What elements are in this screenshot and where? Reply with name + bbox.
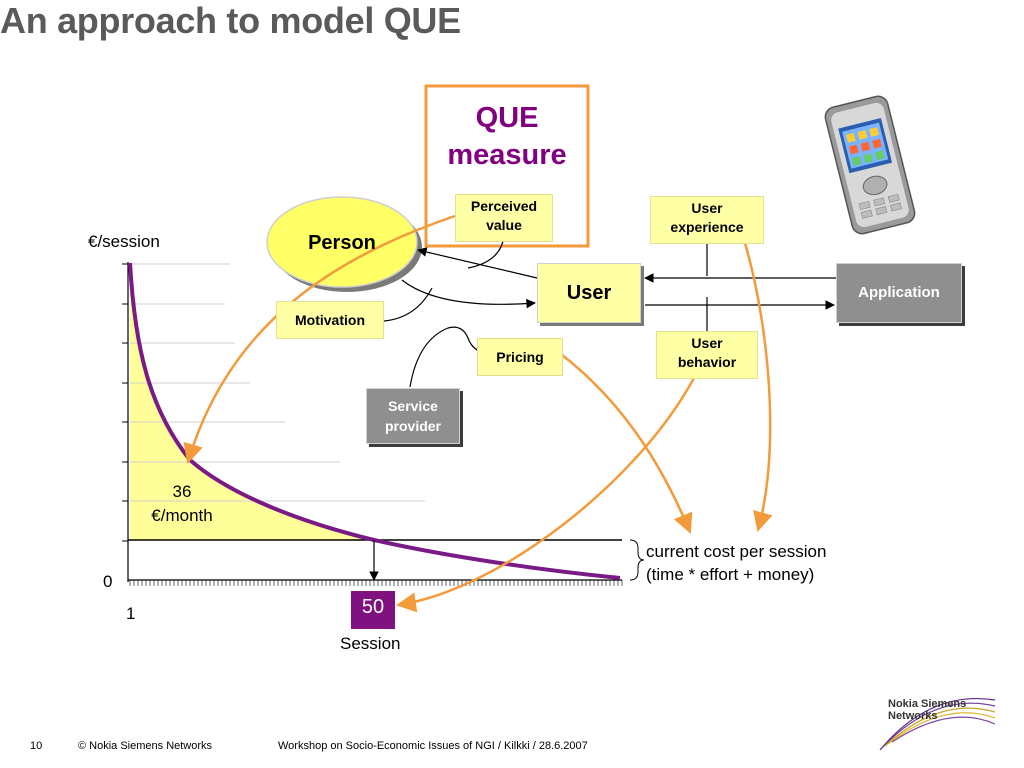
session-marker-box — [351, 591, 395, 629]
y-axis-ticks — [122, 263, 128, 542]
x-axis-ticks — [129, 580, 623, 586]
user-node: User — [537, 263, 641, 323]
annotation-brace — [629, 539, 645, 581]
session-marker-label: 50 — [361, 596, 385, 618]
gridlines — [130, 263, 425, 502]
y-axis-label: €/session — [88, 232, 160, 251]
orange-arrows — [183, 214, 773, 613]
perceived-value-node: Perceived value — [455, 194, 553, 242]
x-tick-one: 1 — [126, 604, 136, 623]
que-measure-label: QUE measure — [447, 102, 567, 171]
que-measure-box — [424, 84, 590, 248]
logo-line-2: Networks — [888, 710, 938, 722]
slide-title: An approach to model QUE — [0, 0, 461, 41]
user-experience-node: User experience — [650, 196, 764, 244]
company-logo-text: Nokia Siemens Networks — [888, 698, 966, 722]
area-value-label: 36 €/month — [151, 482, 213, 525]
event-text: Workshop on Socio-Economic Issues of NGI… — [278, 740, 588, 752]
page-number: 10 — [30, 740, 43, 752]
x-axis-label: Session — [340, 634, 401, 653]
company-logo-swoosh — [879, 698, 996, 751]
person-label: Person — [308, 232, 376, 254]
cost-annotation: current cost per session (time * effort … — [646, 542, 827, 584]
demand-curve — [128, 262, 621, 580]
area-fill — [130, 263, 374, 540]
service-provider-node: Service provider — [366, 388, 460, 444]
user-behavior-node: User behavior — [656, 331, 758, 379]
application-node: Application — [836, 263, 962, 323]
y-tick-zero: 0 — [103, 572, 113, 591]
motivation-node: Motivation — [276, 301, 384, 339]
copyright-text: © Nokia Siemens Networks — [78, 740, 213, 752]
mobile-phone-image — [824, 95, 916, 235]
person-node — [266, 196, 418, 288]
pricing-node: Pricing — [477, 338, 563, 376]
logo-line-1: Nokia Siemens — [888, 698, 967, 710]
